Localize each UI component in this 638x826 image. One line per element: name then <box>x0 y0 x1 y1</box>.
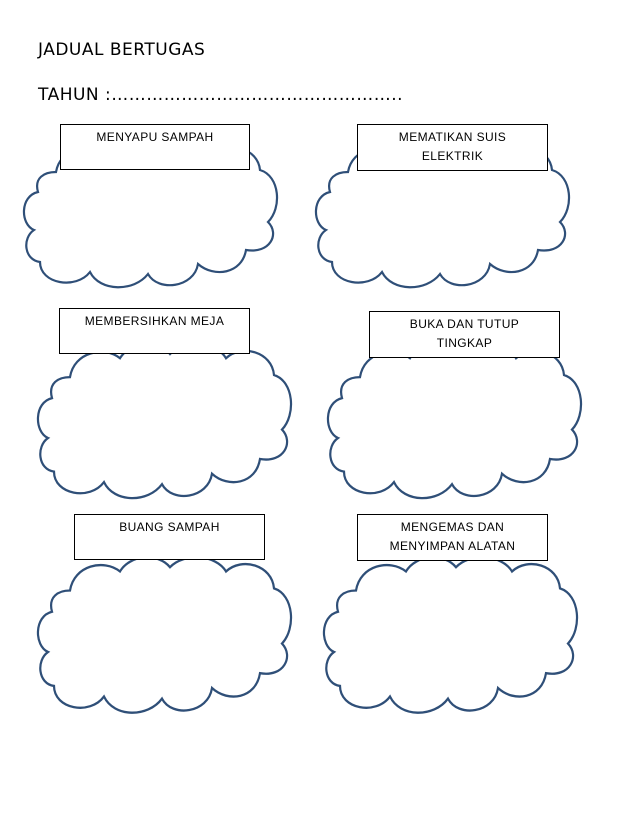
page-title: JADUAL BERTUGAS <box>38 40 206 60</box>
duty-label: MENYAPU SAMPAH <box>96 130 214 144</box>
duty-label: MEMATIKAN SUIS ELEKTRIK <box>398 130 507 163</box>
duty-label-box: BUKA DAN TUTUP TINGKAP <box>369 311 560 358</box>
duty-label: BUANG SAMPAH <box>119 520 220 534</box>
duty-label-box: MEMBERSIHKAN MEJA <box>59 308 250 354</box>
cloud-shape <box>322 556 579 714</box>
duty-label: MENGEMAS DAN MENYIMPAN ALATAN <box>389 520 516 553</box>
duty-label-box: MENYAPU SAMPAH <box>60 124 250 170</box>
year-field: TAHUN :………………………………………….. <box>38 85 404 105</box>
duty-label-box: BUANG SAMPAH <box>74 514 265 560</box>
duty-label-box: MEMATIKAN SUIS ELEKTRIK <box>357 124 548 171</box>
duty-label-box: MENGEMAS DAN MENYIMPAN ALATAN <box>357 514 548 561</box>
duty-label: MEMBERSIHKAN MEJA <box>84 314 225 328</box>
cloud-shape <box>36 556 293 714</box>
duty-label: BUKA DAN TUTUP TINGKAP <box>409 317 520 350</box>
